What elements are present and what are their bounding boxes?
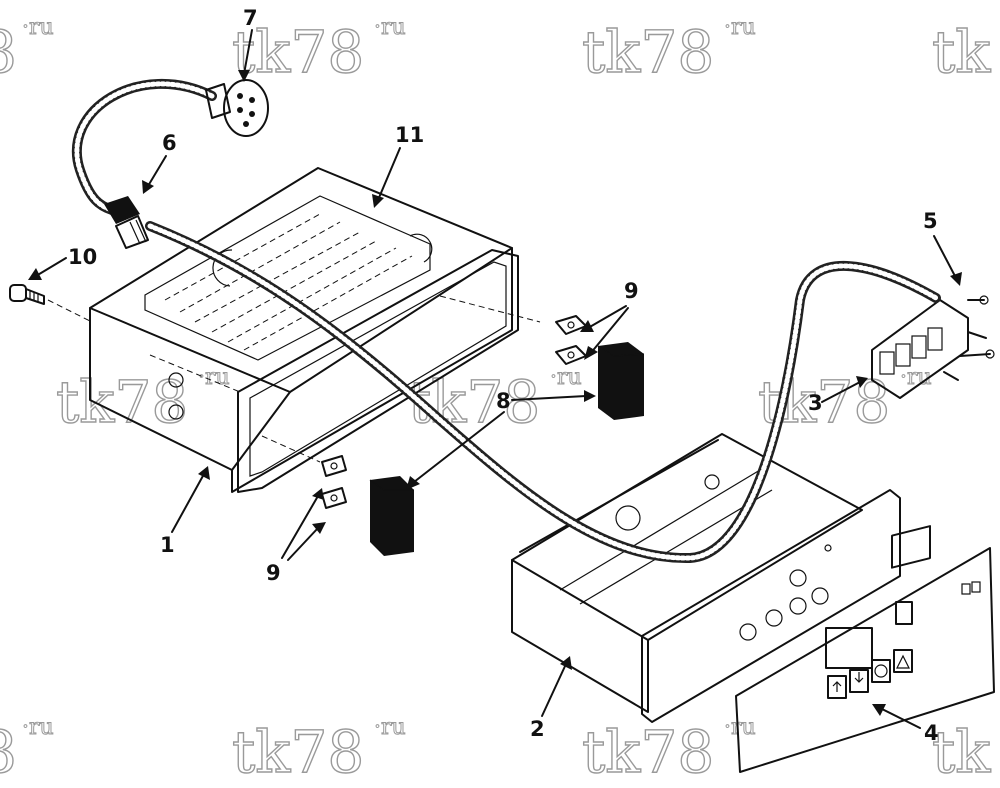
assembly-line	[47, 299, 93, 323]
watermark-suffix: ·ru	[374, 15, 406, 40]
tray-part-2	[511, 433, 931, 723]
watermark: tk78	[232, 18, 364, 86]
watermark-suffix: ·ru	[724, 15, 756, 40]
callout-9: 9	[266, 561, 281, 585]
callout-2: 2	[530, 717, 545, 741]
callout-6: 6	[162, 131, 177, 155]
pad-part-8	[369, 342, 645, 556]
callout-11: 11	[395, 123, 424, 147]
controller-part-3	[871, 295, 995, 399]
watermark: tk78	[582, 18, 714, 86]
screw-part-10	[9, 284, 45, 305]
callout-1: 1	[160, 533, 175, 557]
watermark-suffix: ·ru	[22, 715, 54, 740]
watermark-partial: 8	[0, 718, 17, 786]
gland-part-6	[104, 196, 149, 249]
callout-9: 9	[624, 279, 639, 303]
watermark-suffix: ·ru	[724, 715, 756, 740]
connector-part-7	[205, 79, 269, 137]
assembly-line	[149, 354, 241, 393]
watermark: tk78	[408, 368, 540, 436]
watermark-partial: 8	[0, 18, 17, 86]
watermark-suffix: ·ru	[374, 715, 406, 740]
watermark-partial: tk	[932, 718, 991, 786]
cable-harness	[71, 78, 941, 564]
watermark-suffix: ·ru	[550, 365, 582, 390]
callout-3: 3	[808, 391, 823, 415]
cover-part-11	[144, 195, 433, 361]
watermark: tk78	[582, 718, 714, 786]
assembly-line	[439, 295, 541, 323]
callout-10: 10	[68, 245, 97, 269]
callout-4: 4	[924, 721, 939, 745]
callout-8: 8	[496, 389, 511, 413]
callout-5: 5	[923, 209, 938, 233]
watermark: tk78	[232, 718, 364, 786]
housing-part-1	[89, 167, 519, 493]
assembly-line	[261, 435, 321, 463]
callout-group: 7 6 11 10 5 9 8 3 1 9	[28, 6, 962, 745]
overlay-part-4	[735, 547, 995, 773]
watermark: tk78	[56, 368, 188, 436]
watermark-partial: tk	[932, 18, 991, 86]
callout-7: 7	[243, 6, 258, 30]
watermark-suffix: ·ru	[22, 15, 54, 40]
watermark-group: 8 ·ru tk78 ·ru tk78 ·ru tk tk78 ·ru tk78…	[0, 15, 992, 787]
